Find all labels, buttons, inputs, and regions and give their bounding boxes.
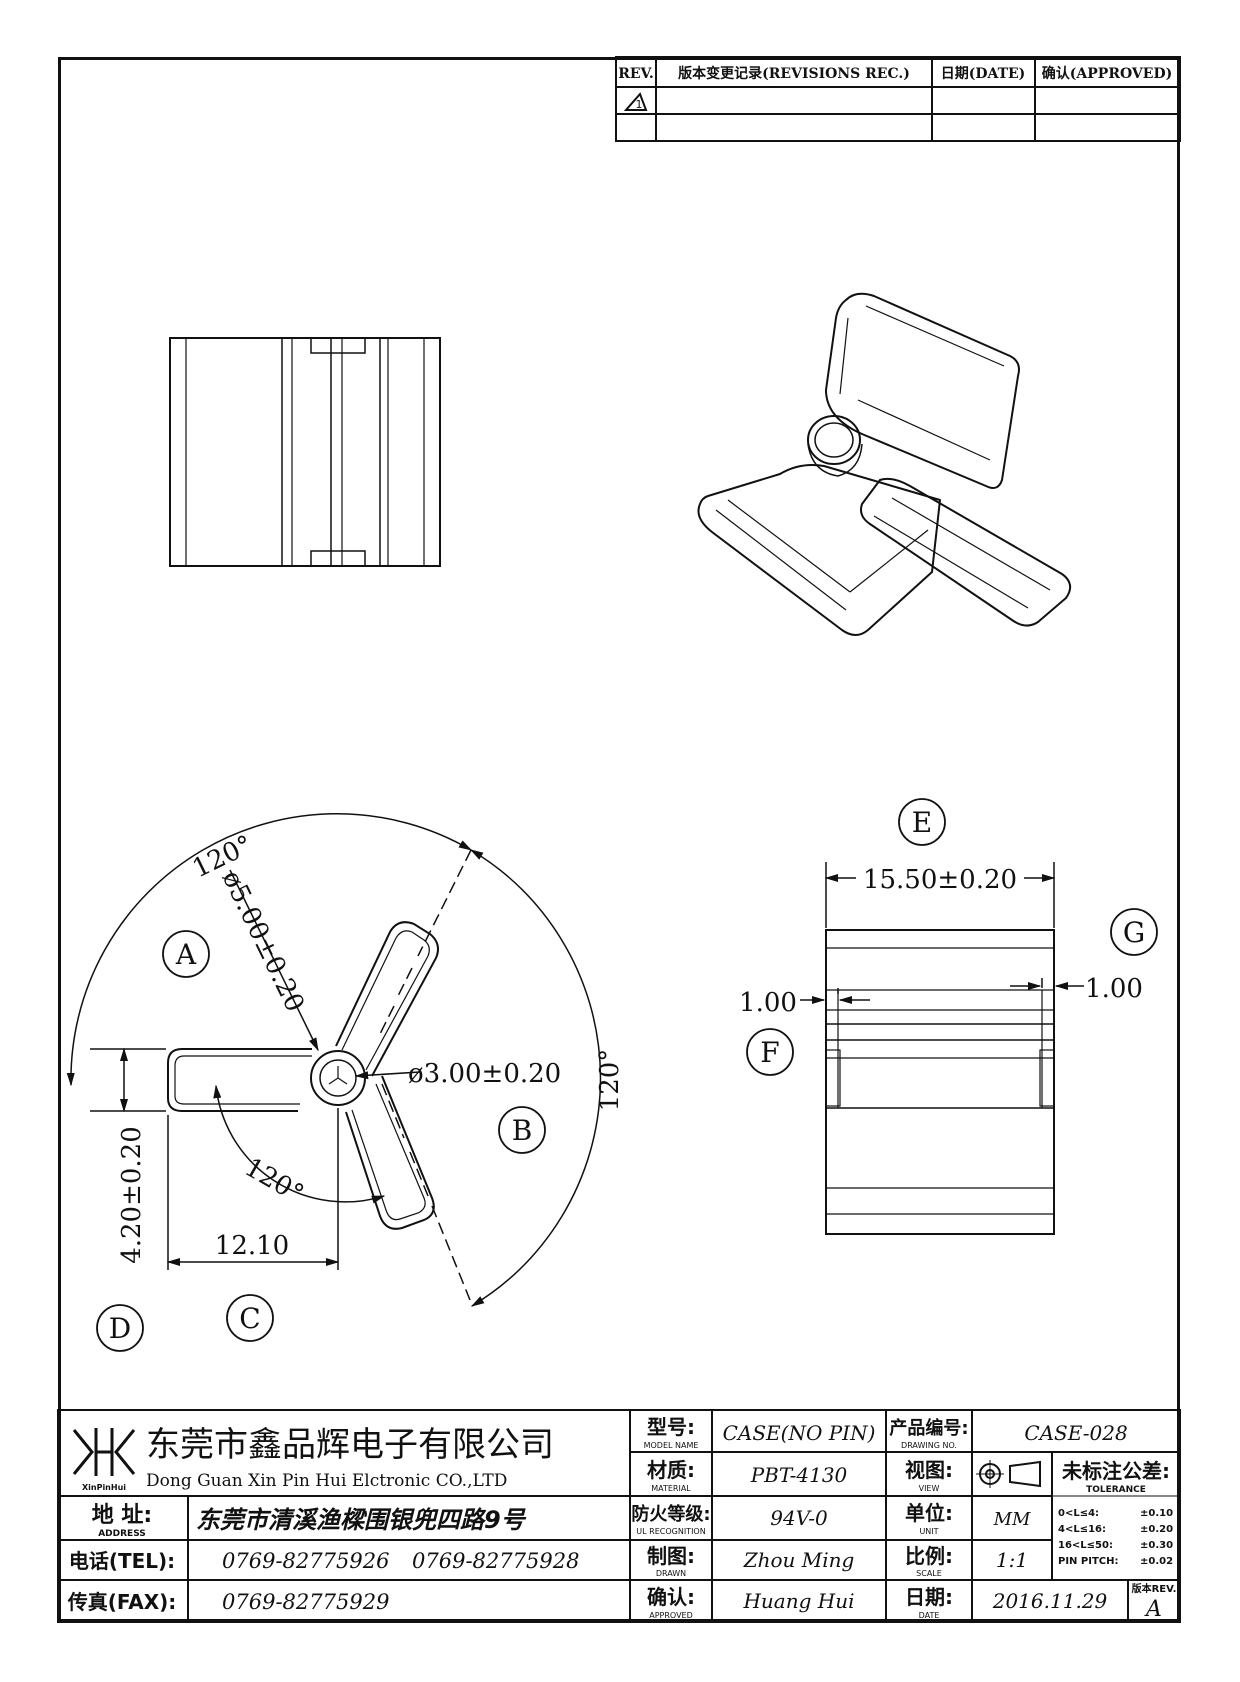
svg-text:D: D — [109, 1312, 131, 1345]
rev-column-header: REV. — [618, 66, 654, 82]
width-label: 15.50±0.20 — [863, 865, 1017, 895]
outer-diameter-label: ø5.00±0.20 — [216, 866, 310, 1017]
scale-label: 比例: — [905, 1544, 953, 1568]
company-logo — [72, 1428, 136, 1476]
approved-label: 确认: — [647, 1585, 695, 1609]
callout-f: F — [746, 1028, 794, 1076]
callout-d: D — [96, 1304, 144, 1352]
ul-value: 94V-0 — [770, 1506, 828, 1530]
tel-2: 0769-82775928 — [412, 1549, 579, 1573]
svg-text:G: G — [1123, 916, 1145, 949]
front-view — [169, 337, 441, 567]
side-view — [825, 929, 1055, 1235]
material-label: 材质: — [647, 1458, 695, 1482]
date-column-header: 日期(DATE) — [941, 66, 1026, 82]
view-label-en: VIEW — [919, 1484, 940, 1493]
svg-text:C: C — [239, 1302, 260, 1335]
address-label: 地 址: — [92, 1503, 152, 1528]
approved-value: Huang Hui — [742, 1589, 854, 1613]
tolerance-value-1: ±0.10 — [1140, 1508, 1173, 1519]
angle-inner-label: 120° — [239, 1152, 308, 1209]
callout-b: B — [498, 1106, 546, 1154]
unit-value: MM — [993, 1509, 1031, 1530]
svg-text:F: F — [760, 1036, 779, 1069]
ul-label: 防火等级: — [631, 1503, 710, 1525]
revision-table — [615, 56, 1181, 142]
model-label: 型号: — [647, 1415, 695, 1439]
model-value: CASE(NO PIN) — [723, 1421, 876, 1445]
projection-symbol-icon — [976, 1460, 1041, 1488]
width-label-backdrop — [856, 864, 1024, 894]
arm-length-label: 12.10 — [215, 1231, 289, 1261]
date-label-en: DATE — [919, 1611, 940, 1620]
view-label: 视图: — [905, 1458, 953, 1482]
revision-number: 1 — [636, 98, 643, 111]
revisions-record-header: 版本变更记录(REVISIONS REC.) — [678, 65, 910, 82]
drawing-no-label: 产品编号: — [889, 1417, 968, 1439]
drawing-frame — [58, 57, 1180, 1622]
company-name-en: Dong Guan Xin Pin Hui Elctronic CO.,LTD — [146, 1471, 507, 1491]
height-label: 4.20±0.20 — [117, 1126, 147, 1264]
offset-right-label: 1.00 — [1085, 974, 1143, 1004]
tel-1: 0769-82775926 — [222, 1549, 389, 1573]
scale-value: 1:1 — [996, 1548, 1028, 1572]
unit-label: 单位: — [905, 1501, 953, 1525]
logo-text: XinPinHui — [82, 1483, 126, 1492]
svg-text:B: B — [512, 1114, 533, 1147]
offset-left-label: 1.00 — [739, 988, 797, 1018]
tolerance-range-2: 4<L≤16: — [1058, 1524, 1106, 1535]
approved-label-en: APPROVED — [649, 1611, 693, 1620]
revision-triangle-icon: 1 — [623, 92, 648, 111]
scale-label-en: SCALE — [916, 1569, 942, 1578]
svg-text:A: A — [175, 938, 197, 971]
drawn-value: Zhou Ming — [743, 1548, 855, 1572]
drawn-label: 制图: — [647, 1544, 695, 1568]
model-label-en: MODEL NAME — [644, 1441, 699, 1450]
material-value: PBT-4130 — [750, 1463, 848, 1487]
title-block — [57, 1409, 1181, 1623]
company-name-cn: 东莞市鑫品辉电子有限公司 — [146, 1425, 554, 1465]
drawing-no-label-en: DRAWING NO. — [901, 1441, 957, 1450]
tolerance-range-3: 16<L≤50: — [1058, 1540, 1113, 1551]
date-value: 2016.11.29 — [992, 1589, 1108, 1613]
tolerance-range-1: 0<L≤4: — [1058, 1508, 1099, 1519]
callout-c: C — [226, 1294, 274, 1342]
fax-value: 0769-82775929 — [222, 1590, 389, 1614]
rev-label: 版本REV. — [1132, 1582, 1177, 1595]
tolerance-label-en: TOLERANCE — [1086, 1485, 1146, 1495]
callout-a: A — [162, 930, 210, 978]
unit-label-en: UNIT — [919, 1527, 938, 1536]
tolerance-value-3: ±0.30 — [1140, 1540, 1173, 1551]
tel-label: 电话(TEL): — [69, 1549, 175, 1573]
rev-value: A — [1144, 1597, 1162, 1622]
top-view-dimensions — [66, 813, 602, 1307]
fax-label: 传真(FAX): — [67, 1590, 177, 1614]
angle-right-label: 120° — [595, 1049, 625, 1112]
isometric-view — [697, 292, 1072, 636]
callout-g: G — [1110, 908, 1158, 956]
tolerance-label: 未标注公差: — [1062, 1459, 1170, 1483]
drawn-label-en: DRAWN — [656, 1569, 686, 1578]
address-label-en: ADDRESS — [98, 1529, 146, 1539]
center-diameter-label: ø3.00±0.20 — [408, 1059, 561, 1089]
approved-column-header: 确认(APPROVED) — [1042, 65, 1172, 82]
material-label-en: MATERIAL — [651, 1484, 691, 1493]
ul-label-en: UL RECOGNITION — [636, 1527, 705, 1536]
tolerance-value-2: ±0.20 — [1140, 1524, 1173, 1535]
drawing-no-value: CASE-028 — [1024, 1421, 1127, 1445]
tolerance-value-4: ±0.02 — [1140, 1556, 1173, 1567]
tolerance-range-4: PIN PITCH: — [1058, 1556, 1118, 1567]
address-value: 东莞市清溪渔樑围银兜四路9号 — [196, 1506, 527, 1534]
date-label: 日期: — [905, 1585, 953, 1609]
svg-text:E: E — [912, 806, 932, 839]
callout-e: E — [898, 798, 946, 846]
